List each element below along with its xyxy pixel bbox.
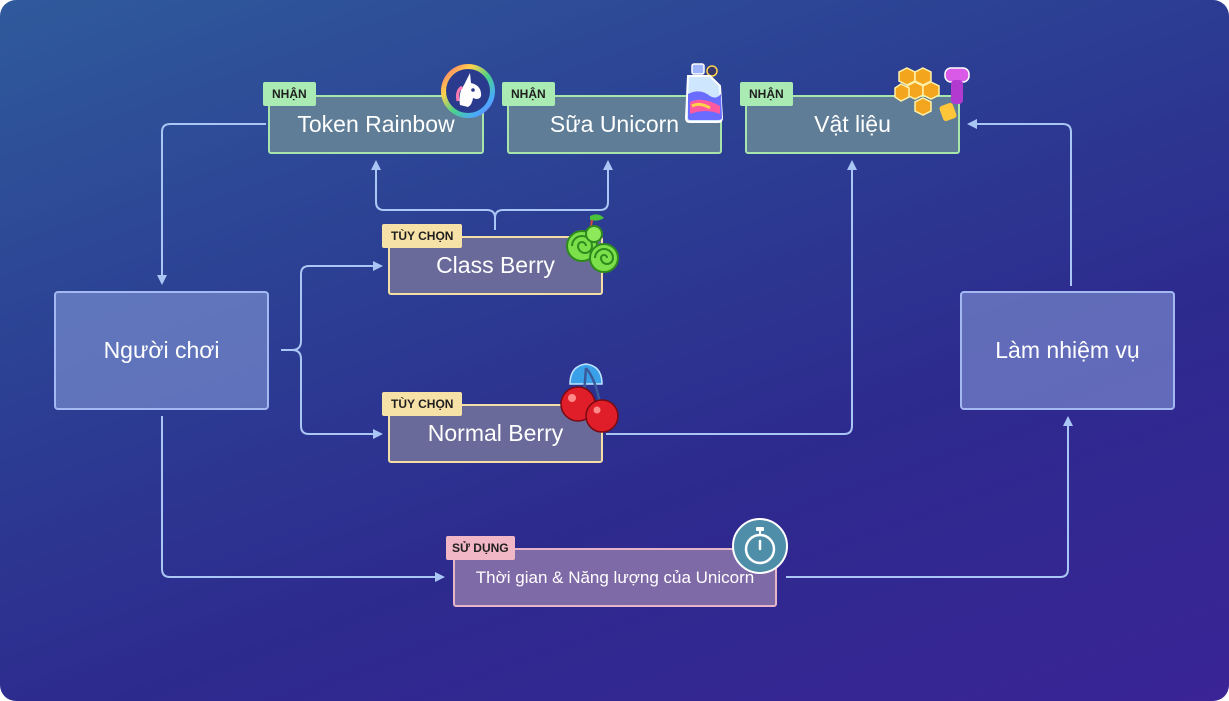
unicorn-token-icon [441, 64, 495, 118]
materials-label: Vật liệu [814, 111, 891, 137]
token-rainbow-label: Token Rainbow [297, 111, 455, 137]
arrow-token-to-player [157, 123, 266, 285]
class-berry-label: Class Berry [436, 252, 555, 278]
time-energy-label: Thời gian & Năng lượng của Unicorn [475, 567, 755, 587]
arrow-quest-to-materials [967, 119, 1072, 286]
normal-berry-label: Normal Berry [427, 420, 564, 446]
materials-node: Vật liệu [745, 95, 960, 154]
optional-tag: TÙY CHỌN [382, 224, 463, 248]
quest-label: Làm nhiệm vụ [995, 337, 1140, 363]
receive-tag: NHẬN [502, 82, 555, 106]
arrow-time-energy-to-quest [786, 416, 1073, 578]
materials-icon [894, 67, 970, 122]
arrow-class-berry-to-token [371, 160, 496, 230]
arrow-player-to-class-berry [281, 261, 383, 351]
arrow-player-to-time-energy [161, 416, 445, 582]
optional-tag: TÙY CHỌN [382, 392, 463, 416]
cherry-icon [560, 363, 619, 433]
player-label: Người chơi [103, 337, 220, 363]
player-node: Người chơi [54, 291, 269, 410]
unicorn-milk-label: Sữa Unicorn [549, 111, 680, 137]
arrow-player-to-normal-berry [281, 349, 383, 439]
use-tag: SỬ DỤNG [446, 536, 515, 560]
quest-node: Làm nhiệm vụ [960, 291, 1175, 410]
class-berry-icon [566, 214, 619, 273]
milk-bottle-icon [684, 63, 724, 123]
receive-tag: NHẬN [740, 82, 793, 106]
normal-berry-node: Normal Berry [388, 404, 603, 463]
receive-tag: NHẬN [263, 82, 316, 106]
stopwatch-icon [732, 518, 788, 574]
arrow-class-berry-to-milk [494, 160, 613, 219]
arrow-normal-berry-to-materials [606, 160, 857, 435]
